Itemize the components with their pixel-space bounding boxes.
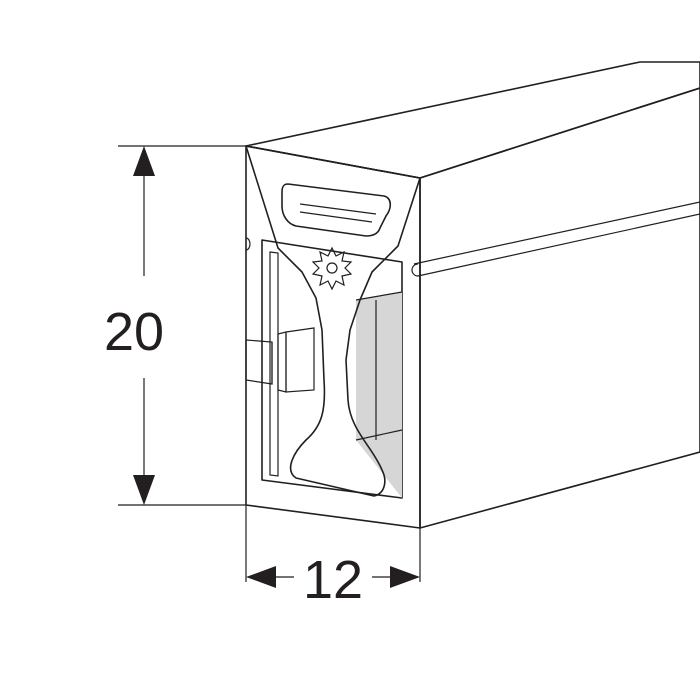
core-window-shade	[299, 203, 377, 223]
width-arrow-right	[390, 566, 420, 588]
led-strip	[245, 251, 315, 477]
led-chip	[285, 327, 315, 393]
profile-side-face	[419, 87, 700, 529]
height-label: 20	[104, 302, 164, 362]
height-arrow-bottom	[133, 475, 155, 505]
height-arrow-top	[133, 146, 155, 176]
width-dimension: 12	[245, 505, 421, 610]
pcb-strip	[269, 251, 279, 477]
led-chip-side	[277, 331, 287, 393]
width-arrow-left	[246, 566, 276, 588]
height-dimension: 20	[104, 145, 246, 506]
side-groove	[413, 201, 700, 277]
left-notch	[245, 237, 251, 251]
side-groove-cap	[411, 263, 419, 277]
core-window	[281, 183, 392, 237]
cavity-shade	[356, 292, 402, 498]
led-star-icon	[311, 246, 353, 291]
diffuser-core	[245, 145, 421, 497]
strip-tab	[245, 339, 273, 385]
width-label: 12	[303, 550, 363, 610]
